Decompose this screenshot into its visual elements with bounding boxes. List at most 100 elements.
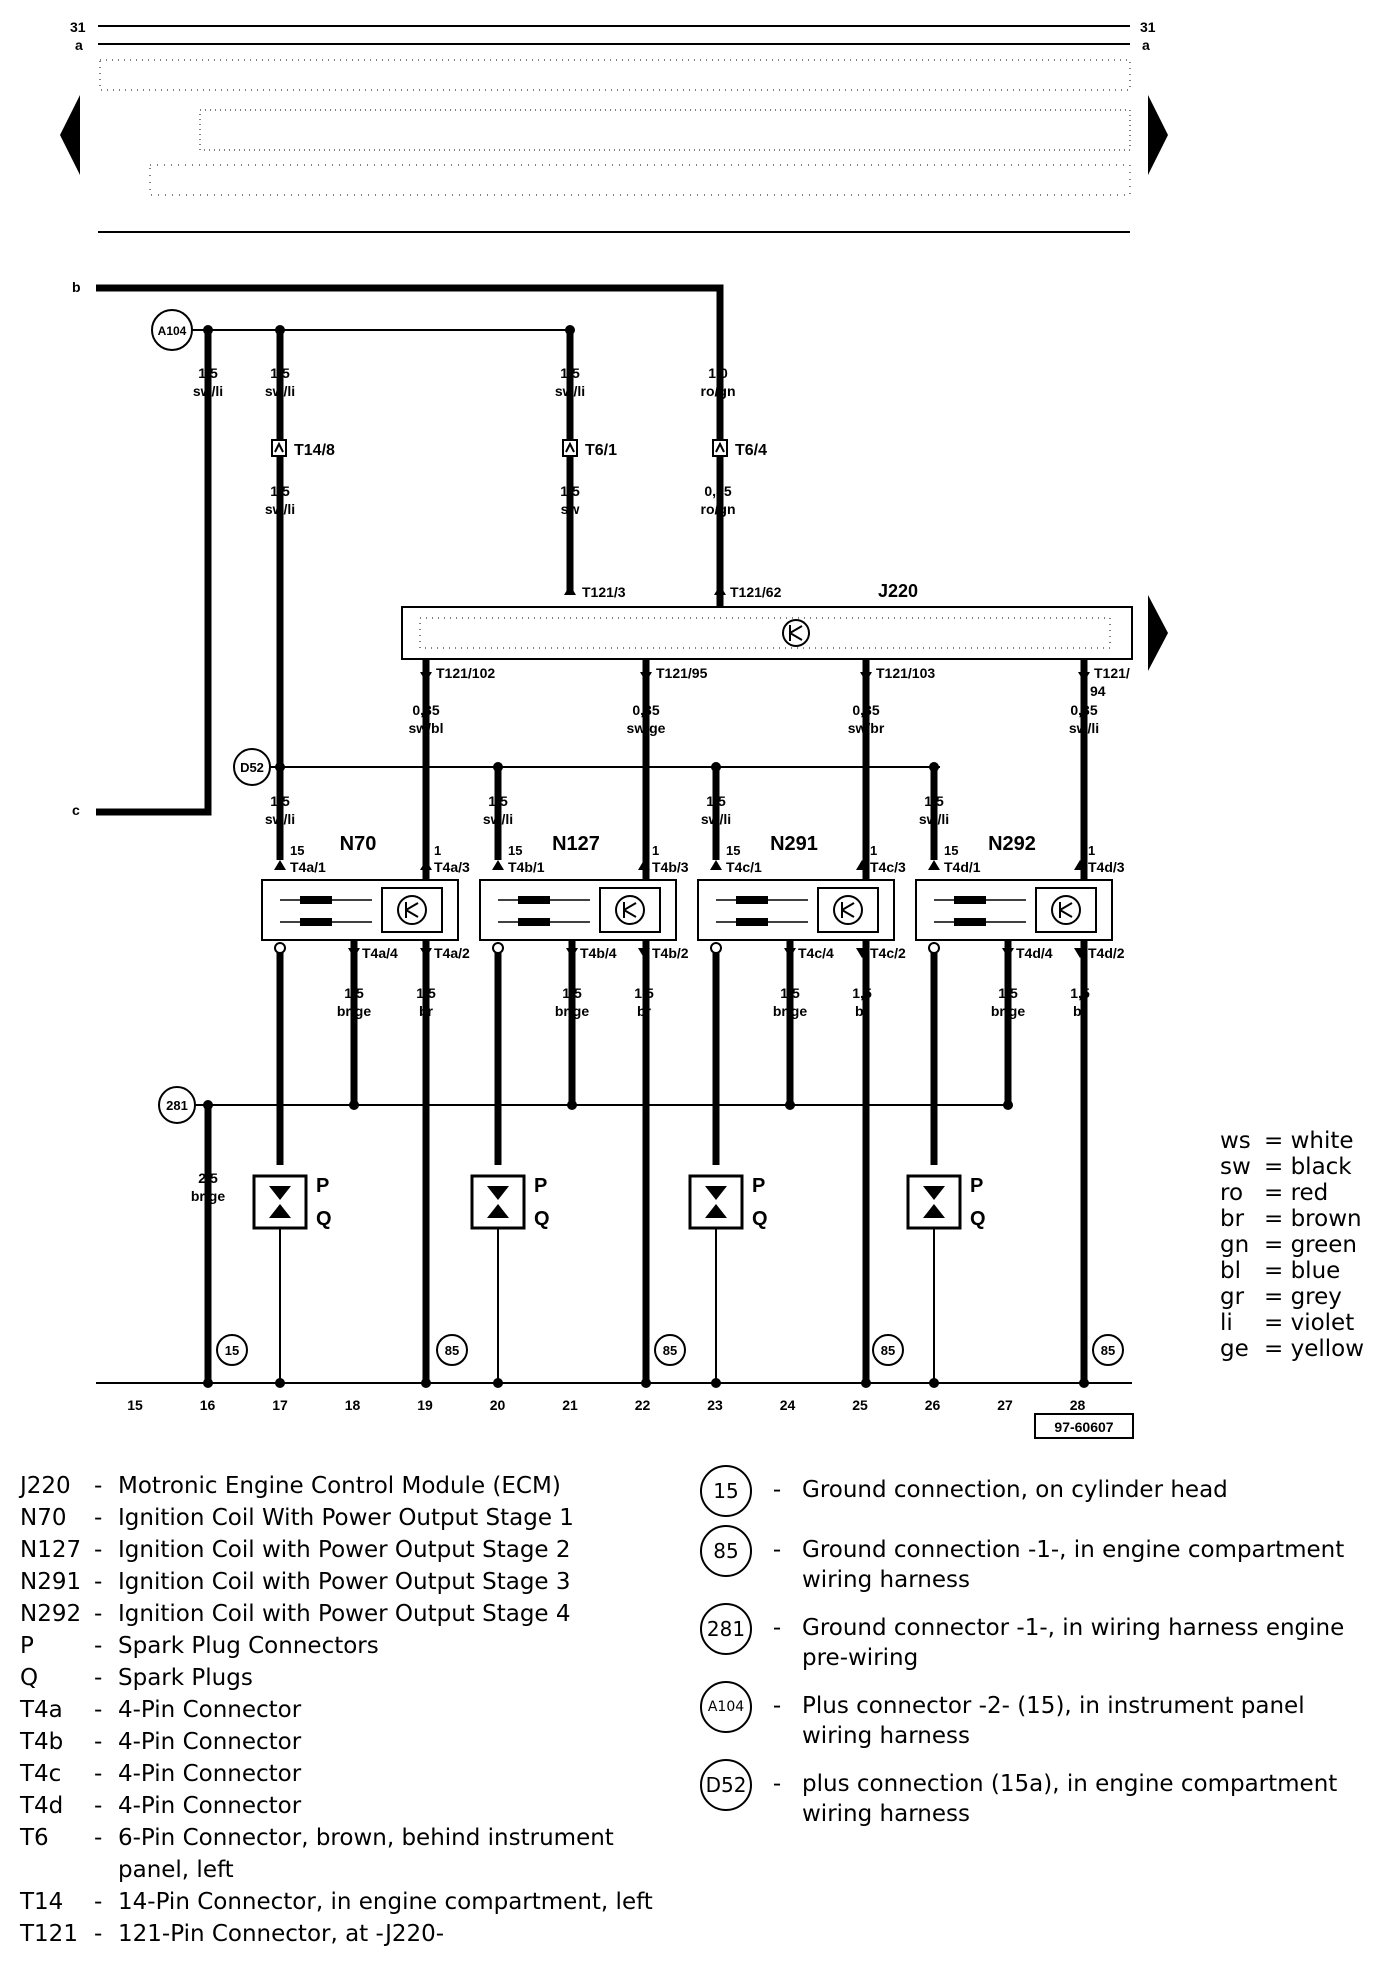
legend-code: T4b: [20, 1729, 64, 1755]
legend-text: 4-Pin Connector: [118, 1761, 302, 1787]
plug-q-label: Q: [534, 1208, 550, 1230]
coil-pin-15: 15: [726, 843, 740, 858]
spark-plug-icon: [470, 1174, 526, 1230]
arrow-left-icon[interactable]: [60, 95, 80, 175]
column-number: 28: [1070, 1397, 1086, 1413]
coil-pin-1: 1: [434, 843, 441, 858]
spark-plug-icon: [252, 1174, 308, 1230]
color-abbr: gr: [1220, 1284, 1245, 1310]
transistor-icon: [1051, 895, 1081, 925]
legend-dash: -: [94, 1761, 103, 1787]
ground-legend-row: 85-Ground connection -1-, in engine comp…: [700, 1525, 1360, 1595]
color-abbr: gn: [1220, 1232, 1250, 1258]
ecm-arrow-icon[interactable]: [1148, 595, 1168, 671]
coil-pin-p1: T4a/1: [290, 859, 326, 875]
coil-label: N70: [340, 833, 377, 855]
legend-row: J220-Motronic Engine Control Module (ECM…: [20, 1470, 670, 1502]
feed-size: 1,5: [488, 793, 508, 809]
br-size: 1,5: [416, 985, 436, 1001]
legend-code: N292: [20, 1601, 82, 1627]
color-abbr: bl: [1220, 1258, 1241, 1284]
color-abbr: ro: [1220, 1180, 1244, 1206]
ecm2-color: sw/ge: [627, 720, 666, 736]
legend-code: T4c: [20, 1761, 62, 1787]
color-abbr: li: [1220, 1310, 1233, 1336]
ecm-pin-out-2: T121/95: [656, 665, 708, 681]
ground-text: Ground connector -1-, in wiring harness …: [802, 1615, 1345, 1671]
legend-code: N70: [20, 1505, 67, 1531]
arrow-right-icon[interactable]: [1148, 95, 1168, 175]
legend-text: Spark Plug Connectors: [118, 1633, 379, 1659]
color-abbr: ws: [1220, 1128, 1251, 1154]
dotted-band-2: [199, 109, 1131, 151]
component-legend: J220-Motronic Engine Control Module (ECM…: [20, 1470, 670, 1950]
br-color: br: [637, 1003, 652, 1019]
ref-code: 97-60607: [1054, 1419, 1113, 1435]
legend-dash: -: [94, 1921, 103, 1947]
color-key-row: bl= blue: [1220, 1258, 1364, 1284]
label-31-right: 31: [1140, 19, 1156, 35]
coil-pin-p1: T4d/1: [944, 859, 981, 875]
dotted-band-3: [149, 164, 1131, 196]
color-key-row: sw= black: [1220, 1154, 1364, 1180]
feed-color: sw/li: [701, 811, 731, 827]
ground-dash: -: [772, 1615, 782, 1641]
color-key-row: br= brown: [1220, 1206, 1364, 1232]
ecm3-color: sw/br: [848, 720, 885, 736]
plug-p-label: P: [752, 1175, 765, 1197]
br-size: 1,5: [634, 985, 654, 1001]
coil-pin-15: 15: [290, 843, 304, 858]
plug-p-label: P: [534, 1175, 547, 1197]
coil-pin-p4: T4d/4: [1016, 945, 1053, 961]
legend-text: 4-Pin Connector: [118, 1793, 302, 1819]
spark-plug-icon: [688, 1174, 744, 1230]
legend-text: 6-Pin Connector, brown, behind instrumen…: [118, 1825, 614, 1883]
br-size: 1,5: [1070, 985, 1090, 1001]
coil-pin-p1: T4b/1: [508, 859, 545, 875]
color-name: = brown: [1264, 1206, 1362, 1232]
ground-85-marker: 85: [1092, 1334, 1124, 1366]
legend-text: 14-Pin Connector, in engine compartment,…: [118, 1889, 653, 1915]
coil-pin-15: 15: [508, 843, 522, 858]
legend-code: Q: [20, 1665, 39, 1691]
legend-text: 4-Pin Connector: [118, 1697, 302, 1723]
junction-bottom: [861, 1378, 871, 1388]
ground-15-marker-label: 15: [225, 1343, 239, 1358]
legend-row: N127-Ignition Coil with Power Output Sta…: [20, 1534, 670, 1566]
column-number: 26: [925, 1397, 941, 1413]
ground-dash: -: [772, 1693, 782, 1719]
node-d52-circle: [233, 748, 271, 786]
coil-pin-p3: T4a/3: [434, 859, 470, 875]
plug-q-label: Q: [970, 1208, 986, 1230]
plug-q-label: Q: [752, 1208, 768, 1230]
coil-pin-p1: T4c/1: [726, 859, 762, 875]
connector-t6-1-label: T6/1: [585, 442, 617, 459]
ecm4-color: sw/li: [1069, 720, 1099, 736]
ground-85-label: 85: [1101, 1343, 1115, 1358]
legend-text: Motronic Engine Control Module (ECM): [118, 1473, 561, 1499]
legend-text: Ignition Coil with Power Output Stage 4: [118, 1601, 571, 1627]
plug-p-label: P: [970, 1175, 983, 1197]
ground-85-label: 85: [881, 1343, 895, 1358]
ground-text: Plus connector -2- (15), in instrument p…: [802, 1693, 1305, 1749]
color-name: = white: [1264, 1128, 1354, 1154]
transistor-icon: [397, 895, 427, 925]
w7-color: ro/gn: [701, 501, 736, 517]
node-a104-circle: [151, 309, 193, 351]
plug-p-label: P: [316, 1175, 329, 1197]
ground-dash: -: [772, 1537, 782, 1563]
legend-dash: -: [94, 1537, 103, 1563]
coil-label: N291: [770, 833, 818, 855]
column-number: 27: [997, 1397, 1013, 1413]
ground-symbol: 15: [700, 1465, 752, 1517]
ecm-label: J220: [878, 581, 918, 601]
coil-pin-p3: T4c/3: [870, 859, 906, 875]
legend-row: T4c -4-Pin Connector: [20, 1758, 670, 1790]
brge-size: 1,5: [780, 985, 800, 1001]
legend-code: T4a: [20, 1697, 63, 1723]
ground-85-marker: 85: [654, 1334, 686, 1366]
ground-text: Ground connection -1-, in engine compart…: [802, 1537, 1345, 1593]
ecm-outputs: [420, 660, 1090, 1383]
column-number: 23: [707, 1397, 723, 1413]
